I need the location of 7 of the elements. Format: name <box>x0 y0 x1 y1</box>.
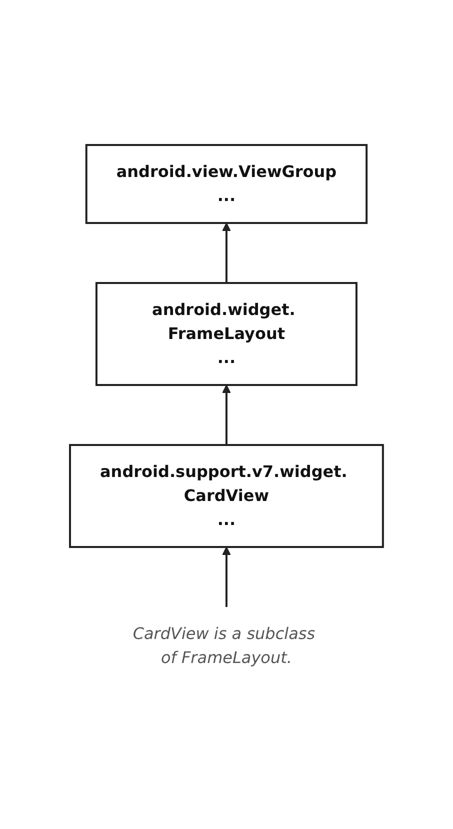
node-box: android.view.ViewGroup ... <box>85 144 368 224</box>
arrow <box>222 546 231 606</box>
arrow <box>222 384 231 444</box>
node-box: android.support.v7.widget. CardView ... <box>69 444 384 548</box>
node-box: android.widget. FrameLayout ... <box>96 282 358 386</box>
arrow <box>222 222 231 282</box>
node-text: CardView is a subclass of FrameLayout. <box>132 624 316 666</box>
